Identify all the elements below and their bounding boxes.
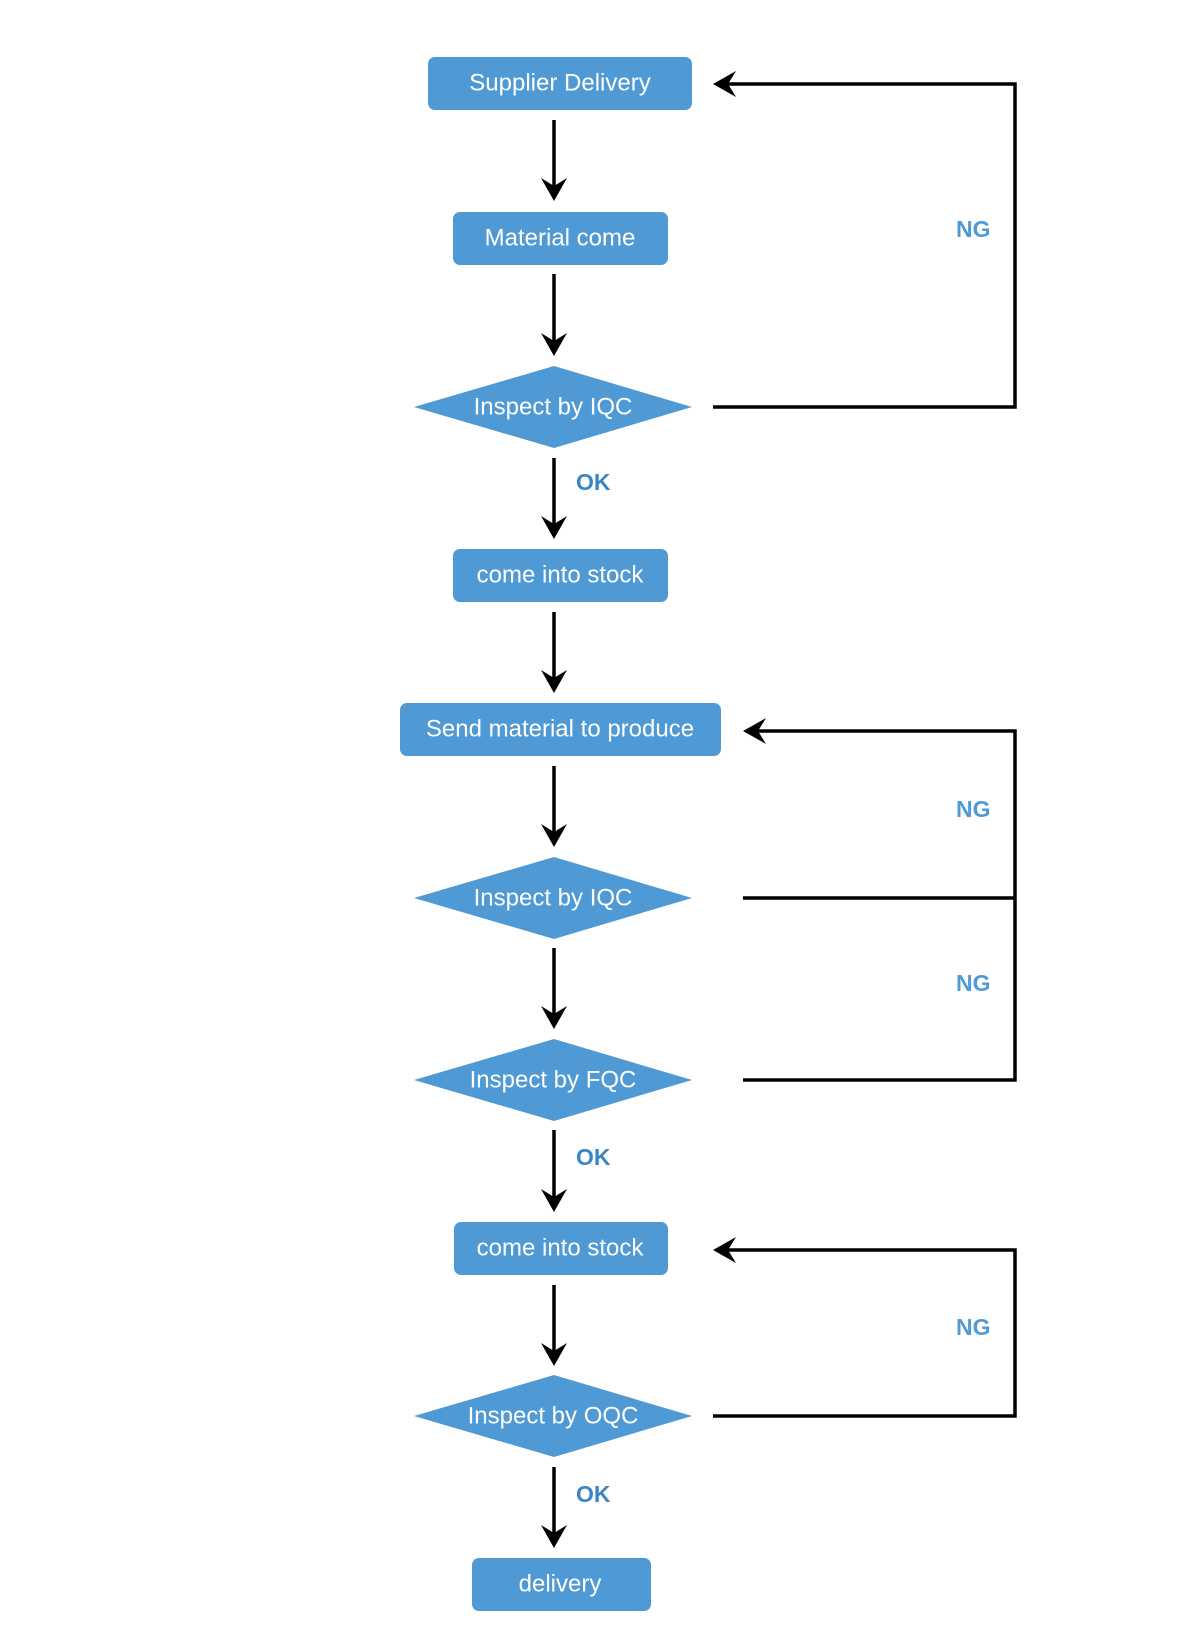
node-inspect-oqc: Inspect by OQC bbox=[414, 1375, 692, 1457]
arrow-fqc-to-stock2 bbox=[541, 1130, 567, 1212]
node-inspect-iqc-2-label: Inspect by IQC bbox=[474, 885, 633, 912]
ng-label-iqc2: NG bbox=[956, 796, 991, 822]
loop-iqc2-fqc-to-send bbox=[743, 718, 1017, 1082]
ng-label-oqc: NG bbox=[956, 1314, 991, 1340]
ng-label-iqc1: NG bbox=[956, 216, 991, 242]
arrow-iqc-to-stock bbox=[541, 458, 567, 539]
arrow-stock2-to-oqc bbox=[541, 1285, 567, 1366]
ok-label-fqc: OK bbox=[576, 1144, 611, 1170]
node-come-into-stock-1-label: come into stock bbox=[477, 562, 645, 589]
node-supplier-delivery: Supplier Delivery bbox=[428, 57, 692, 110]
arrow-supplier-to-material bbox=[541, 120, 567, 201]
node-send-material-label: Send material to produce bbox=[426, 716, 694, 743]
node-material-come-label: Material come bbox=[485, 225, 636, 252]
node-come-into-stock-2-label: come into stock bbox=[477, 1235, 645, 1262]
node-inspect-iqc-1: Inspect by IQC bbox=[414, 366, 692, 448]
node-send-material: Send material to produce bbox=[400, 703, 721, 756]
arrow-material-to-iqc bbox=[541, 274, 567, 356]
ng-label-fqc: NG bbox=[956, 970, 991, 996]
ok-label-iqc: OK bbox=[576, 469, 611, 495]
node-inspect-oqc-label: Inspect by OQC bbox=[468, 1403, 639, 1430]
node-inspect-iqc-1-label: Inspect by IQC bbox=[474, 394, 633, 421]
arrow-iqc2-to-fqc bbox=[541, 948, 567, 1029]
loop-oqc-to-stock2 bbox=[713, 1237, 1017, 1418]
arrow-stock-to-send bbox=[541, 612, 567, 693]
node-material-come: Material come bbox=[453, 212, 668, 265]
node-inspect-fqc-label: Inspect by FQC bbox=[470, 1067, 637, 1094]
node-inspect-iqc-2: Inspect by IQC bbox=[414, 857, 692, 939]
node-come-into-stock-1: come into stock bbox=[453, 549, 668, 602]
arrow-send-to-iqc2 bbox=[541, 766, 567, 847]
node-supplier-delivery-label: Supplier Delivery bbox=[469, 70, 650, 97]
ok-label-oqc: OK bbox=[576, 1481, 611, 1507]
node-come-into-stock-2: come into stock bbox=[454, 1222, 668, 1275]
node-inspect-fqc: Inspect by FQC bbox=[414, 1039, 692, 1121]
node-delivery-label: delivery bbox=[519, 1571, 602, 1598]
node-delivery: delivery bbox=[472, 1558, 651, 1611]
loop-iqc1-to-supplier bbox=[713, 71, 1017, 409]
arrow-oqc-to-delivery bbox=[541, 1467, 567, 1548]
